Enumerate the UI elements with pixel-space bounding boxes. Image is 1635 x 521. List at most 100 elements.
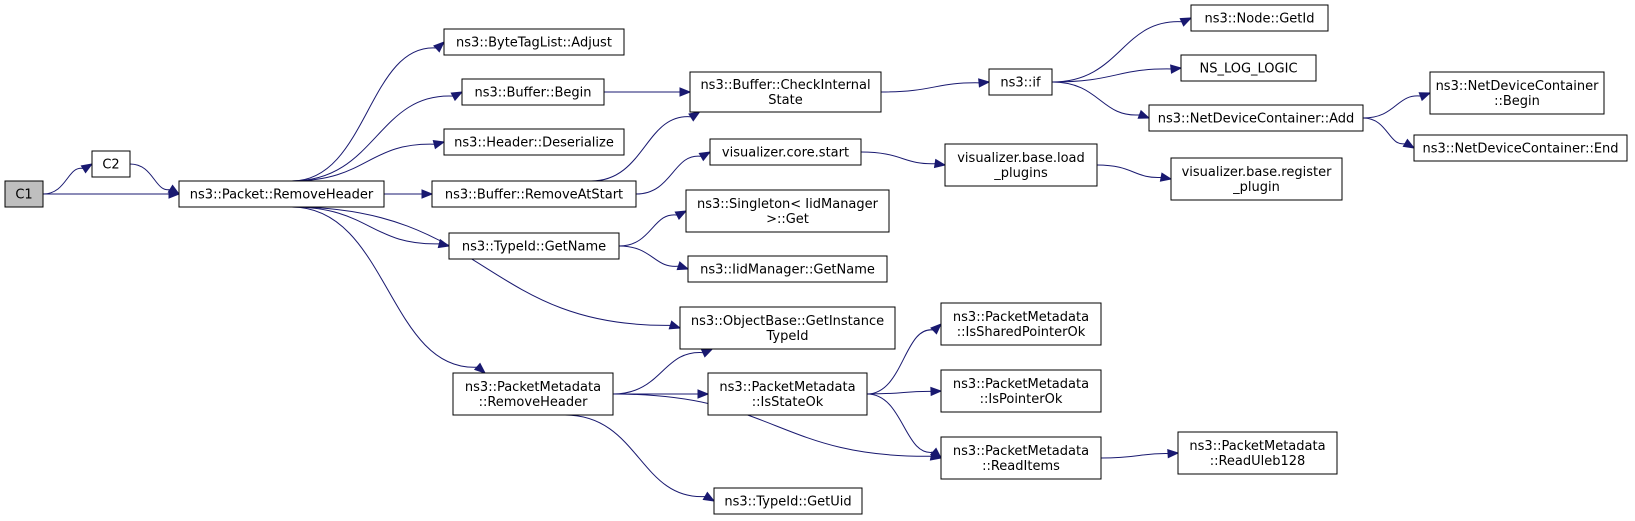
arrowhead [933, 158, 947, 169]
arrowhead [473, 362, 487, 374]
edge-c1-to-packet-removeheader [42, 189, 181, 199]
node-header-deserialize[interactable]: ns3::Header::Deserialize [443, 128, 625, 156]
edge-line [880, 82, 981, 93]
node-visualizer-base-load-plugins[interactable]: visualizer.base.load_plugins [944, 143, 1098, 187]
edge-packetmetadata-removeheader-to-typeid-getuid [564, 414, 716, 502]
node-label-line: ::IsStateOk [752, 395, 824, 410]
edge-packetmetadata-isstateok-to-packetmetadata-ispointerok [866, 386, 943, 397]
node-packetmetadata-issharedpointerok[interactable]: ns3::PacketMetadata::IsSharedPointerOk [940, 302, 1102, 346]
node-label-line: ns3::PacketMetadata [719, 380, 855, 395]
node-box [1180, 54, 1317, 82]
node-label-line: visualizer.base.load [957, 151, 1085, 166]
arrowhead [700, 348, 714, 358]
node-label-line: ns3::PacketMetadata [953, 310, 1089, 325]
node-box [687, 255, 888, 283]
node-packetmetadata-removeheader[interactable]: ns3::PacketMetadata::RemoveHeader [452, 372, 614, 416]
node-box [940, 369, 1102, 413]
arrowhead [421, 189, 434, 199]
node-box [709, 138, 862, 166]
node-iidmanager-getname[interactable]: ns3::IidManager::GetName [687, 255, 888, 283]
node-label-line: ns3::Buffer::CheckInternal [700, 78, 870, 93]
node-packetmetadata-readitems[interactable]: ns3::PacketMetadata::ReadItems [940, 436, 1102, 480]
node-label-line: ::ReadUleb128 [1210, 454, 1306, 469]
arrowhead [930, 386, 943, 397]
edge-visualizer-core-start-to-visualizer-base-load-plugins [860, 151, 947, 169]
node-c2[interactable]: C2 [91, 150, 131, 178]
edge-line [564, 414, 707, 498]
node-packetmetadata-ispointerok[interactable]: ns3::PacketMetadata::IsPointerOk [940, 369, 1102, 413]
node-netdevicecontainer-begin[interactable]: ns3::NetDeviceContainer::Begin [1429, 71, 1605, 115]
node-netdevicecontainer-end[interactable]: ns3::NetDeviceContainer::End [1413, 134, 1628, 162]
arrowhead [929, 447, 943, 459]
node-label-line: ns3::ByteTagList::Adjust [456, 36, 612, 51]
edge-packetmetadata-readitems-to-packetmetadata-readuleb128 [1100, 448, 1180, 459]
edge-line [618, 214, 679, 247]
node-box [4, 180, 44, 208]
node-box [685, 189, 890, 233]
edge-packet-removeheader-to-packetmetadata-removeheader [291, 206, 487, 374]
node-ns-log-logic[interactable]: NS_LOG_LOGIC [1180, 54, 1317, 82]
node-box [940, 436, 1102, 480]
node-label-line: ns3::Buffer::RemoveAtStart [445, 188, 623, 203]
edge-ns3-if-to-node-getid [1051, 17, 1193, 83]
node-singleton-get[interactable]: ns3::Singleton< IidManager>::Get [685, 189, 890, 233]
node-label-line: ns3::TypeId::GetName [462, 240, 606, 255]
node-visualizer-core-start[interactable]: visualizer.core.start [709, 138, 862, 166]
node-label-line: ns3::Buffer::Begin [474, 86, 591, 101]
node-typeid-getname[interactable]: ns3::TypeId::GetName [448, 232, 620, 260]
node-label-line: ns3::PacketMetadata [953, 377, 1089, 392]
node-buffer-removeatstart[interactable]: ns3::Buffer::RemoveAtStart [431, 180, 637, 208]
node-packetmetadata-readuleb128[interactable]: ns3::PacketMetadata::ReadUleb128 [1177, 431, 1338, 475]
node-netdevicecontainer-add[interactable]: ns3::NetDeviceContainer::Add [1148, 104, 1364, 132]
node-label-line: ns3::Packet::RemoveHeader [190, 188, 374, 203]
edge-line [1362, 95, 1422, 119]
node-label-line: ::IsPointerOk [980, 392, 1063, 407]
node-label-line: ns3::PacketMetadata [953, 444, 1089, 459]
node-c1[interactable]: C1 [4, 180, 44, 208]
edge-typeid-getname-to-iidmanager-getname [618, 245, 690, 271]
node-box [1413, 134, 1628, 162]
edge-packet-removeheader-to-buffer-removeatstart [383, 189, 434, 199]
edge-line [1096, 164, 1163, 178]
edge-netdevicecontainer-add-to-netdevicecontainer-end [1362, 117, 1416, 149]
edge-packet-removeheader-to-objectbase-getinstancetypeid [291, 206, 682, 330]
arrowhead [698, 151, 712, 162]
node-typeid-getuid[interactable]: ns3::TypeId::GetUid [713, 487, 863, 515]
node-buffer-begin[interactable]: ns3::Buffer::Begin [461, 78, 605, 106]
node-box [461, 78, 605, 106]
node-label-line: ns3::NetDeviceContainer::Add [1158, 112, 1355, 127]
node-label-line: ns3::NetDeviceContainer::End [1422, 142, 1618, 157]
edge-line [291, 47, 438, 182]
arrowhead [1418, 92, 1432, 102]
edge-line [866, 329, 935, 395]
node-node-getid[interactable]: ns3::Node::GetId [1190, 4, 1329, 32]
node-label-line: ::IsSharedPointerOk [957, 325, 1086, 340]
node-packet-removeheader[interactable]: ns3::Packet::RemoveHeader [178, 180, 385, 208]
node-box [988, 68, 1053, 96]
node-box [679, 306, 896, 350]
edge-line [866, 393, 935, 453]
node-box [1429, 71, 1605, 115]
node-label-line: TypeId [766, 329, 809, 344]
arrowhead [688, 111, 701, 122]
node-box [707, 372, 868, 416]
edge-buffer-removeatstart-to-visualizer-core-start [635, 151, 712, 195]
node-box [448, 232, 620, 260]
node-ns3-if[interactable]: ns3::if [988, 68, 1053, 96]
edge-line [635, 155, 703, 195]
node-packetmetadata-isstateok[interactable]: ns3::PacketMetadata::IsStateOk [707, 372, 868, 416]
arrowhead [432, 140, 446, 150]
arrowhead [1179, 17, 1193, 27]
edge-packet-removeheader-to-bytetaglist-adjust [291, 41, 445, 182]
arrowhead [674, 210, 688, 221]
node-bytetaglist-adjust[interactable]: ns3::ByteTagList::Adjust [443, 28, 625, 56]
edge-packetmetadata-isstateok-to-packetmetadata-issharedpointerok [866, 323, 942, 395]
node-visualizer-base-register-plugin[interactable]: visualizer.base.register_plugin [1170, 157, 1343, 201]
node-label-line: ns3::PacketMetadata [1189, 439, 1325, 454]
arrowhead [433, 41, 445, 53]
node-box [713, 487, 863, 515]
edge-typeid-getname-to-singleton-get [618, 210, 688, 247]
